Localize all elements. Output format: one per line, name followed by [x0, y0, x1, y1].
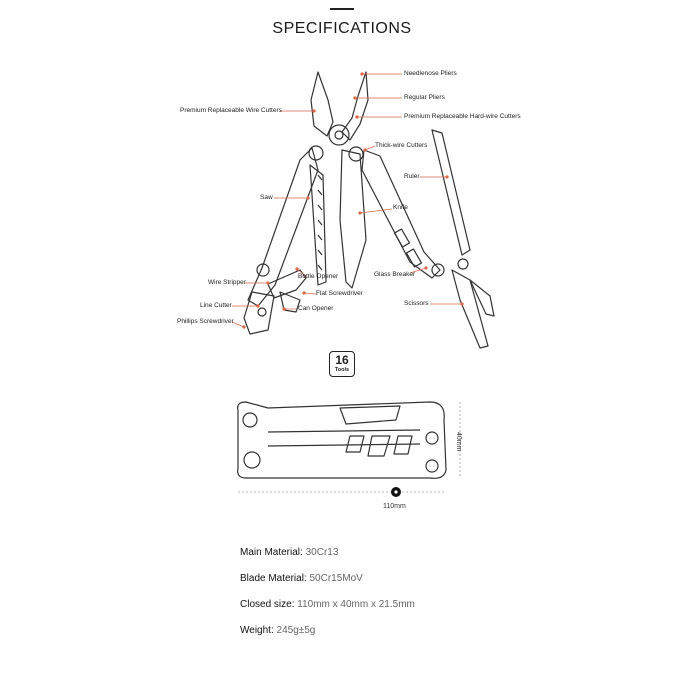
- label-needlenose-pliers: Needlenose Pliers: [404, 70, 457, 77]
- label-saw: Saw: [260, 194, 273, 201]
- label-regular-pliers: Regular Pliers: [404, 94, 445, 101]
- title-accent-bar: [330, 8, 354, 10]
- plier-jaw-right: [341, 71, 369, 141]
- spec-value: 245g±5g: [276, 625, 316, 636]
- plier-pivot: [328, 124, 350, 146]
- line-cutter-tool: [243, 291, 275, 335]
- label-line-cutter: Line Cutter: [200, 302, 232, 309]
- spec-list: Main Material: 30Cr13 Blade Material: 50…: [240, 546, 415, 650]
- spec-value: 30Cr13: [305, 547, 339, 558]
- label-wire-stripper: Wire Stripper: [208, 279, 246, 286]
- length-dimension-label: 110mm: [383, 503, 406, 510]
- knife-blade: [339, 149, 367, 289]
- pivot-left-top: [308, 145, 324, 161]
- label-thick-wire-cutters: Thick-wire Cutters: [375, 142, 428, 149]
- label-flat-screwdriver: Flat Screwdriver: [316, 290, 363, 297]
- tool-count-label: Tools: [334, 367, 350, 373]
- label-can-opener: Can Opener: [298, 305, 334, 312]
- height-dimension-label: 40mm: [455, 432, 462, 452]
- label-premium-hard-wire-cutters: Premium Replaceable Hard-wire Cutters: [404, 113, 521, 120]
- page-title: SPECIFICATIONS: [272, 20, 412, 37]
- label-phillips-screwdriver: Phillips Screwdriver: [177, 318, 234, 325]
- label-premium-wire-cutters: Premium Replaceable Wire Cutters: [180, 107, 282, 114]
- scissors: [451, 269, 489, 349]
- label-bottle-opener: Bottle Opener: [298, 273, 339, 280]
- label-scissors: Scissors: [404, 300, 429, 307]
- spec-key: Main Material:: [240, 547, 303, 558]
- spec-value: 50Cr15MoV: [309, 573, 363, 584]
- tool-count-number: 16: [335, 353, 349, 367]
- pivot-right: [431, 263, 445, 277]
- plier-jaw-left: [310, 71, 334, 137]
- label-glass-breaker: Glass Breaker: [374, 271, 416, 278]
- closed-tool: [237, 401, 447, 479]
- spec-key: Weight:: [240, 625, 274, 636]
- label-knife: Knife: [393, 204, 408, 211]
- handle-right: [361, 149, 441, 279]
- spec-row-weight: Weight: 245g±5g: [240, 624, 415, 650]
- can-opener-tool: [279, 291, 301, 313]
- spec-key: Closed size:: [240, 599, 295, 610]
- handle-left: [247, 147, 319, 307]
- tool-count-badge: 16 Tools: [329, 351, 355, 377]
- spec-row-main-material: Main Material: 30Cr13: [240, 546, 415, 572]
- saw-blade: [309, 164, 327, 286]
- spec-row-blade-material: Blade Material: 50Cr15MoV: [240, 572, 415, 598]
- label-ruler: Ruler: [404, 173, 420, 180]
- spec-value: 110mm x 40mm x 21.5mm: [297, 599, 415, 610]
- pivot-left-bottom: [256, 263, 270, 277]
- spec-row-closed-size: Closed size: 110mm x 40mm x 21.5mm: [240, 598, 415, 624]
- ruler-arm: [431, 129, 471, 256]
- spec-key: Blade Material:: [240, 573, 307, 584]
